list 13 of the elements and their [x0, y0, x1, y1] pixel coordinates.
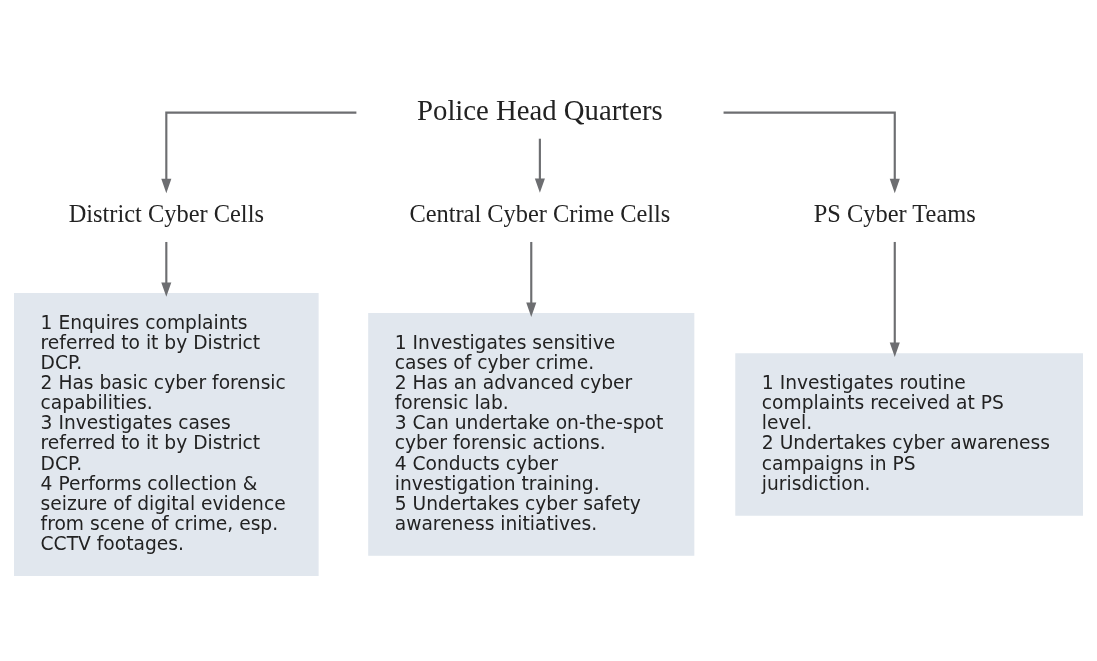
node-box: 1 Enquires complaints referred to it by District DCP. 2 Has basic cyber forensic capabilities. 3 Investigates cases referred to it by District DCP. 4 Performs collection & seizure of digital evidence from scene of crime, esp. CCTV footages.: [14, 292, 319, 576]
node-text: District Cyber Cells: [68, 199, 264, 227]
arrow: [161, 111, 357, 193]
arrow: [889, 241, 900, 357]
node-text: PS Cyber Teams: [813, 199, 976, 227]
node-text: Police Head Quarters: [417, 93, 663, 126]
node-box: 1 Investigates routine complaints received at PS level. 2 Undertakes cyber awareness campaigns in PS jurisdiction.: [735, 352, 1083, 516]
node-text: Central Cyber Crime Cells: [409, 199, 671, 227]
arrow: [723, 111, 900, 193]
node-box: 1 Investigates sensitive cases of cyber crime. 2 Has an advanced cyber forensic lab. 3 Can undertake on-the-spot cyber forensic actions. 4 Conducts cyber investigation training. 5 Undertakes cyber safety awareness initiatives.: [368, 312, 695, 556]
arrow: [534, 138, 545, 193]
arrow: [161, 241, 172, 297]
arrow: [526, 241, 537, 317]
